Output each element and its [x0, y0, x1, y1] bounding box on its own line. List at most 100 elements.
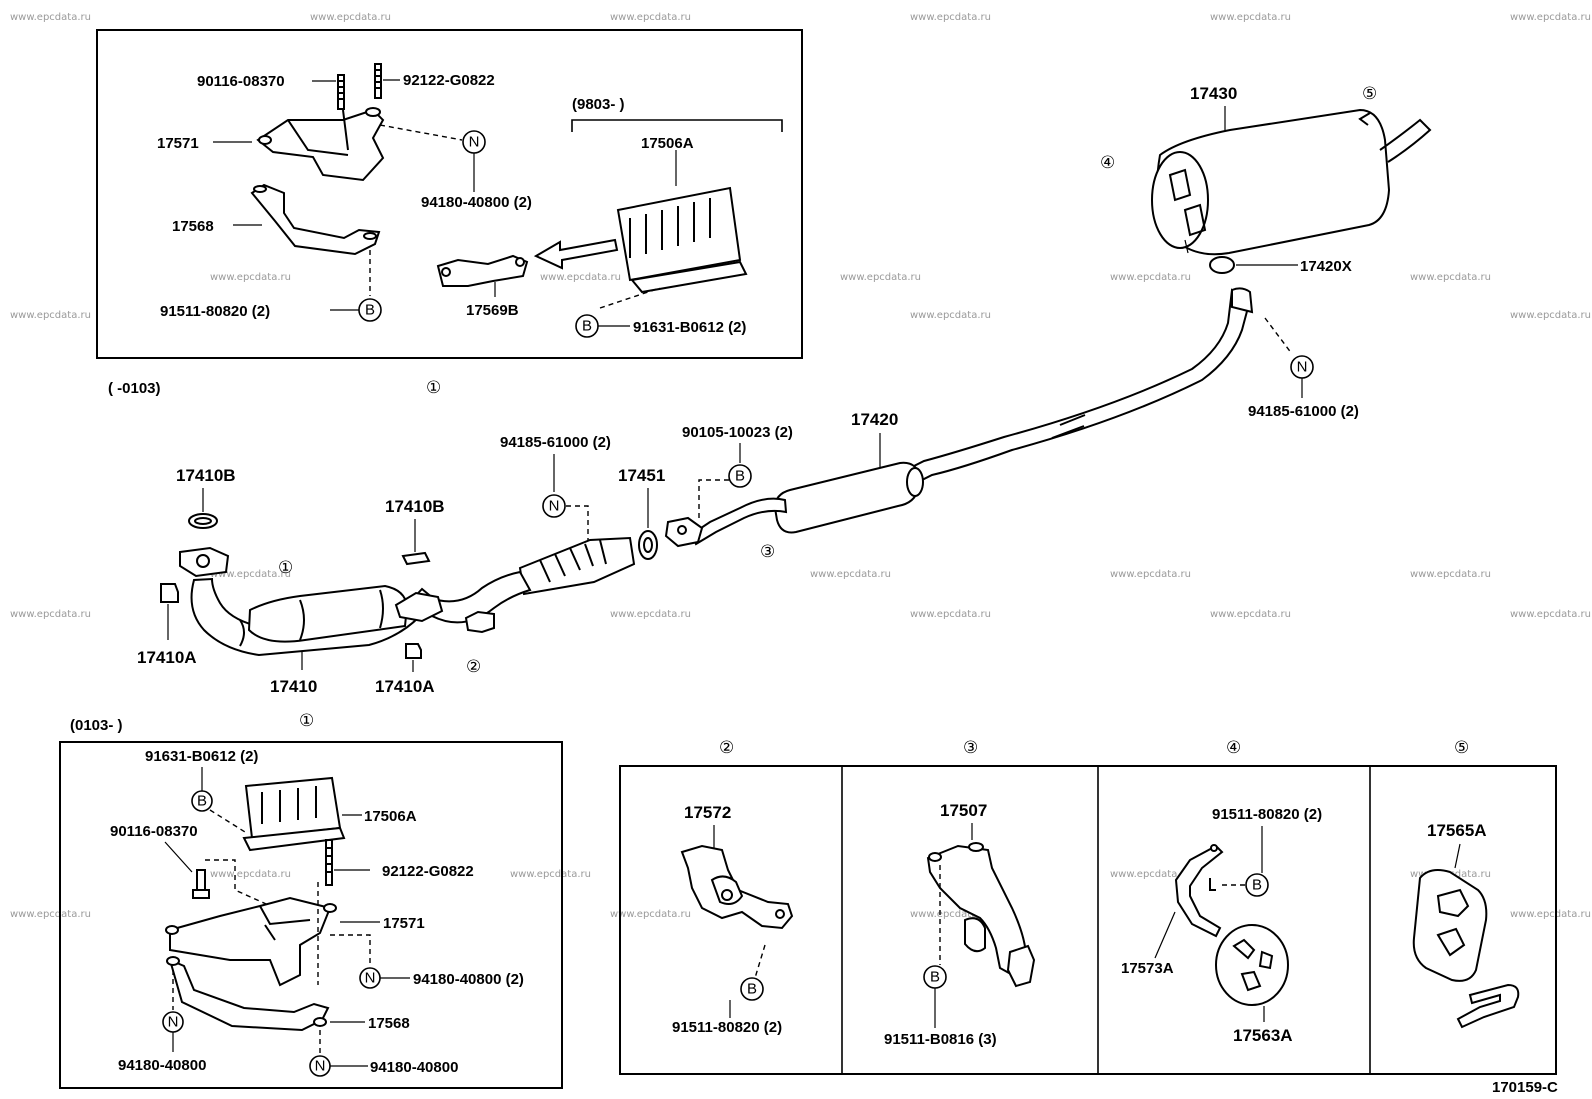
main-exhaust-assembly: 17430 ④ ⑤ 17420X N 94185-61000 (2) 17420… — [137, 84, 1432, 696]
nut-tag-N: N — [1297, 359, 1308, 376]
bolt-tag-B: B — [930, 969, 940, 986]
watermark: www.epcdata.ru — [210, 869, 291, 880]
watermark: www.epcdata.ru — [910, 609, 991, 620]
watermark: www.epcdata.ru — [1110, 869, 1191, 880]
watermark: www.epcdata.ru — [610, 12, 691, 23]
label-17563A: 17563A — [1233, 1026, 1293, 1045]
watermark: www.epcdata.ru — [1510, 909, 1591, 920]
watermark-layer: www.epcdata.ru www.epcdata.ru www.epcdat… — [10, 12, 1591, 920]
watermark: www.epcdata.ru — [910, 909, 991, 920]
watermark: www.epcdata.ru — [310, 12, 391, 23]
label-17410B-a: 17410B — [176, 466, 236, 485]
bolt-tag-B: B — [1252, 877, 1262, 894]
watermark: www.epcdata.ru — [210, 569, 291, 580]
ref-3-panel: ③ — [963, 738, 978, 758]
watermark: www.epcdata.ru — [540, 272, 621, 283]
label-17571: 17571 — [157, 135, 199, 152]
watermark: www.epcdata.ru — [510, 869, 591, 880]
watermark: www.epcdata.ru — [1110, 272, 1191, 283]
watermark: www.epcdata.ru — [1410, 569, 1491, 580]
label-91631-B0612-2-top: 91631-B0612 (2) — [633, 319, 746, 336]
sub-date-range: (9803- ) — [572, 96, 625, 113]
label-17420X: 17420X — [1300, 258, 1352, 275]
label-94180-40800-2-bottom: 94180-40800 (2) — [413, 971, 524, 988]
label-94185-61000-2-left: 94185-61000 (2) — [500, 434, 611, 451]
label-17410B-b: 17410B — [385, 497, 445, 516]
nut-tag-N: N — [365, 970, 376, 987]
ref-2-panel: ② — [719, 738, 734, 758]
label-17410: 17410 — [270, 677, 317, 696]
watermark: www.epcdata.ru — [10, 12, 91, 23]
watermark: www.epcdata.ru — [1210, 12, 1291, 23]
label-90116-08370-bottom: 90116-08370 — [110, 823, 198, 840]
watermark: www.epcdata.ru — [910, 310, 991, 321]
nut-tag-N: N — [315, 1058, 326, 1075]
watermark: www.epcdata.ru — [210, 272, 291, 283]
ref-3-main: ③ — [760, 542, 775, 562]
nut-tag-N: N — [549, 498, 560, 515]
label-91511-80820-2: 91511-80820 (2) — [160, 303, 270, 320]
ref-5-tail: ⑤ — [1362, 84, 1377, 104]
top-date-range: ( -0103) — [108, 380, 161, 397]
bolt-tag-B: B — [582, 318, 592, 335]
watermark: www.epcdata.ru — [1210, 609, 1291, 620]
nut-tag-N: N — [469, 134, 480, 151]
label-17572: 17572 — [684, 803, 731, 822]
label-17430: 17430 — [1190, 84, 1237, 103]
label-17410A-b: 17410A — [375, 677, 435, 696]
watermark: www.epcdata.ru — [910, 12, 991, 23]
diagram-code: 170159-C — [1492, 1079, 1558, 1096]
bottom-date-range: (0103- ) — [70, 717, 123, 734]
label-17451: 17451 — [618, 466, 665, 485]
watermark: www.epcdata.ru — [10, 310, 91, 321]
label-17571-bottom: 17571 — [383, 915, 425, 932]
bottom-inset-box: 91631-B0612 (2) B 17506A 90116-08370 921… — [59, 741, 563, 1089]
ref-1-main: ① — [278, 558, 293, 578]
label-91511-B0816-3: 91511-B0816 (3) — [884, 1031, 997, 1048]
label-90116-08370: 90116-08370 — [197, 73, 285, 90]
watermark: www.epcdata.ru — [1510, 12, 1591, 23]
watermark: www.epcdata.ru — [10, 909, 91, 920]
label-92122-G0822-bottom: 92122-G0822 — [382, 863, 474, 880]
label-91631-B0612-2-bottom: 91631-B0612 (2) — [145, 748, 258, 765]
ref-4-muffler: ④ — [1100, 153, 1115, 173]
watermark: www.epcdata.ru — [610, 609, 691, 620]
label-17506A-bottom: 17506A — [364, 808, 417, 825]
label-17569B: 17569B — [466, 302, 519, 319]
label-94180-40800-2: 94180-40800 (2) — [421, 194, 532, 211]
ref-1-top: ① — [426, 378, 441, 398]
ref-2-main: ② — [466, 657, 481, 677]
watermark: www.epcdata.ru — [810, 569, 891, 580]
ref-5-panel: ⑤ — [1454, 738, 1469, 758]
label-91511-80820-2-d2: 91511-80820 (2) — [672, 1019, 782, 1036]
label-17410A-a: 17410A — [137, 648, 197, 667]
label-17506A-top: 17506A — [641, 135, 694, 152]
bolt-tag-B: B — [197, 793, 207, 810]
label-17573A: 17573A — [1121, 960, 1174, 977]
label-17568: 17568 — [172, 218, 214, 235]
label-94180-40800-b: 94180-40800 — [118, 1057, 206, 1074]
top-inset-box: 90116-08370 92122-G0822 17571 N 94180-40… — [96, 29, 803, 359]
watermark: www.epcdata.ru — [1510, 310, 1591, 321]
ref-4-panel: ④ — [1226, 738, 1241, 758]
label-17507: 17507 — [940, 801, 987, 820]
watermark: www.epcdata.ru — [1410, 272, 1491, 283]
label-90105-10023-2: 90105-10023 (2) — [682, 424, 793, 441]
watermark: www.epcdata.ru — [840, 272, 921, 283]
nut-tag-N: N — [168, 1014, 179, 1031]
bolt-tag-B: B — [747, 981, 757, 998]
watermark: www.epcdata.ru — [10, 609, 91, 620]
label-17420: 17420 — [851, 410, 898, 429]
label-17568-bottom: 17568 — [368, 1015, 410, 1032]
label-94185-61000-2-right: 94185-61000 (2) — [1248, 403, 1359, 420]
label-92122-G0822: 92122-G0822 — [403, 72, 495, 89]
ref-1-bottom: ① — [299, 711, 314, 731]
bolt-tag-B: B — [735, 468, 745, 485]
watermark: www.epcdata.ru — [1110, 569, 1191, 580]
watermark: www.epcdata.ru — [610, 909, 691, 920]
label-17565A: 17565A — [1427, 821, 1487, 840]
label-91511-80820-2-d4: 91511-80820 (2) — [1212, 806, 1322, 823]
bolt-tag-B: B — [365, 302, 375, 319]
label-94180-40800-c: 94180-40800 — [370, 1059, 458, 1076]
